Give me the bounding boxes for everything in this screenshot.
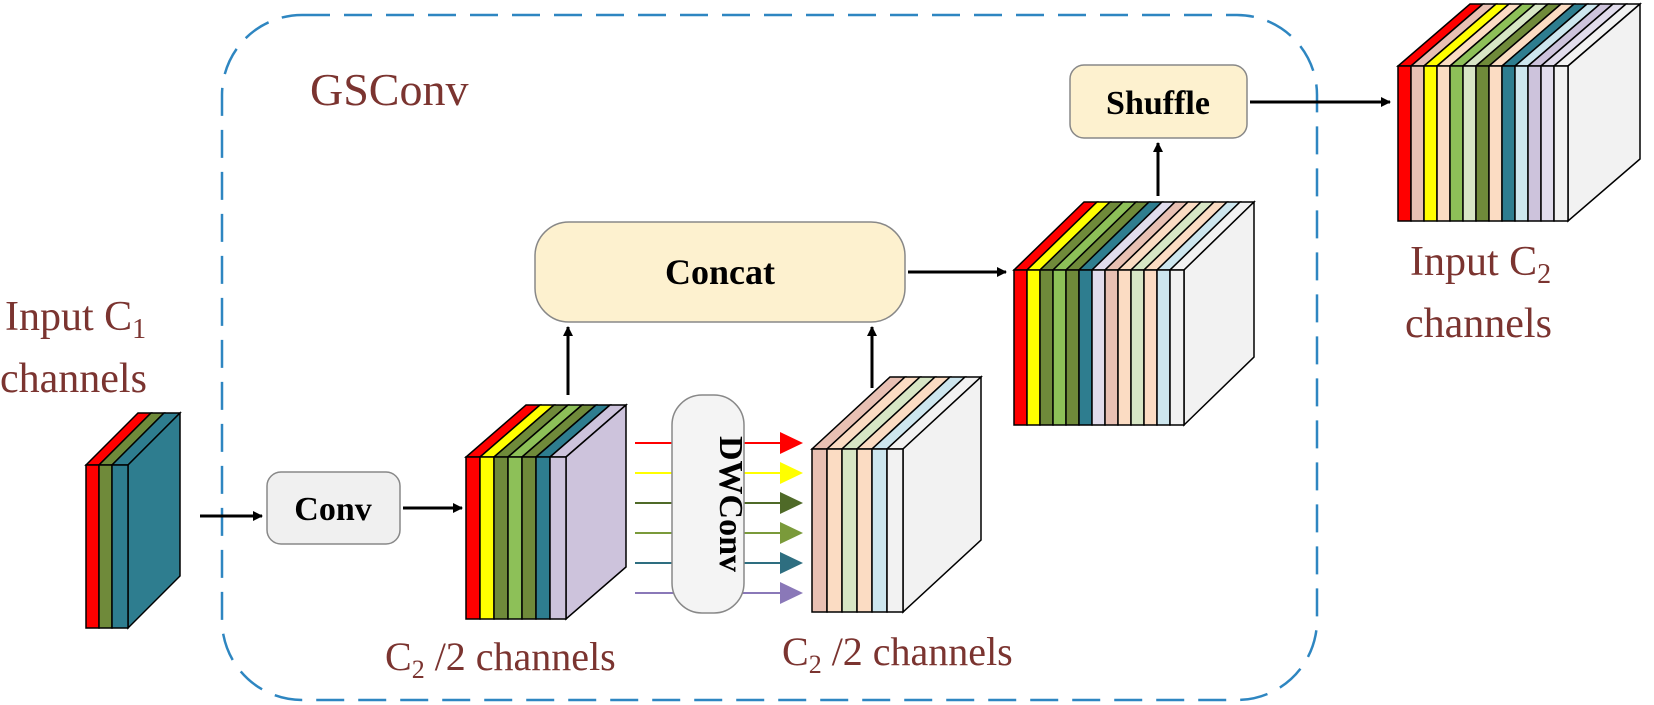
dwconv-flow-arrowhead (780, 552, 803, 574)
input-label-line2: channels (0, 356, 147, 402)
module-title: GSConv (310, 64, 468, 115)
shuffle-box (1069, 64, 1248, 139)
dwconv-flow-arrowhead (780, 432, 803, 454)
half-channels-right-label: C2 /2 channels (782, 629, 1013, 679)
dwconv-flow-arrowhead (780, 492, 803, 514)
conv-box (266, 471, 401, 545)
output-label-line2: channels (1405, 301, 1552, 347)
dwconv-box (671, 394, 745, 614)
concat-block (1012, 200, 1256, 427)
concat-box (534, 221, 906, 323)
half-block-conv (463, 403, 629, 621)
conv-label: Conv (294, 491, 371, 528)
half-block-dwconv (810, 375, 983, 614)
output-label: Input C2 (1410, 239, 1551, 290)
dwconv-flow-arrowhead (780, 582, 803, 604)
dwconv-flow-arrowhead (780, 462, 803, 484)
half-channels-left-label: C2 /2 channels (385, 634, 616, 684)
input-block (84, 411, 182, 630)
dwconv-label: DWConv (712, 436, 749, 572)
input-label: Input C1 (5, 294, 146, 345)
shuffle-label: Shuffle (1106, 85, 1210, 122)
dwconv-flow-arrowhead (780, 522, 803, 544)
concat-label: Concat (665, 252, 775, 292)
gsconv-boundary (220, 13, 1319, 702)
output-block (1395, 2, 1643, 223)
